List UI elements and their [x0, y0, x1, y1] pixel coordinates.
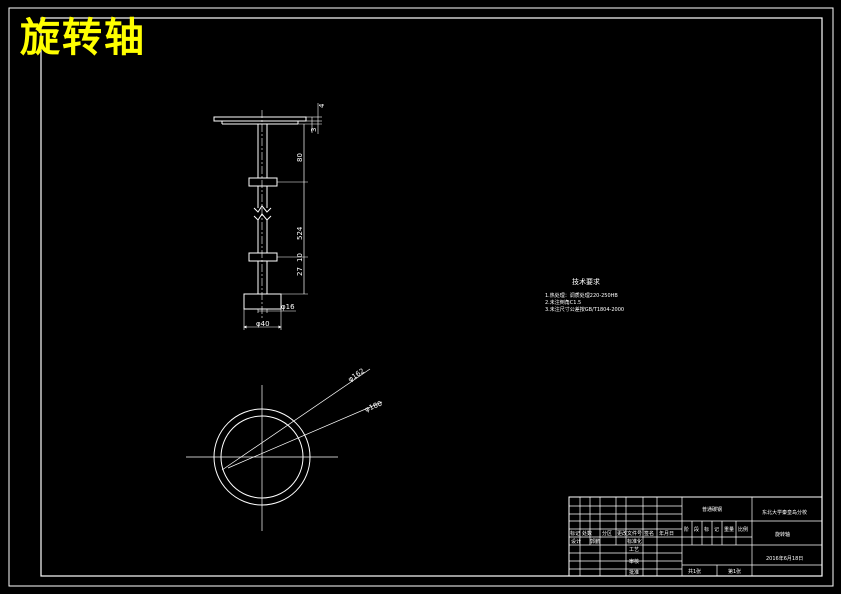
note-1: 1.热处理：调质处理220-250HB: [545, 292, 618, 299]
drawing-title: 旋转轴: [20, 15, 146, 61]
break-symbol: [253, 205, 272, 213]
dim-base-dia: φ40: [256, 320, 270, 328]
tb-stage-3: 记: [714, 526, 719, 533]
dim-lower-length: 524: [296, 226, 304, 240]
leader-inner: [227, 401, 383, 469]
tb-school: 东北大学秦皇岛分校: [762, 509, 807, 516]
lower-collar: [248, 252, 278, 262]
dim-collar-offset: 27: [296, 267, 304, 276]
shaft-front-view: [213, 103, 322, 330]
dim-shaft-dia: φ16: [281, 303, 295, 311]
tb-weight-label: 重量: [724, 526, 734, 533]
tb-header-sign: 签名: [644, 530, 654, 537]
dim-collar-height: 10: [296, 253, 304, 262]
notes-heading: 技术要求: [572, 277, 600, 286]
tb-header-mark: 标记: [570, 530, 580, 537]
dim-upper-length: 80: [296, 153, 304, 162]
note-2: 2.未注倒角C1.5: [545, 299, 581, 306]
note-3: 3.未注尺寸公差按GB/T1804-2000: [545, 306, 624, 313]
title-block-text: 普通碳钢 东北大学秦皇岛分校 旋转轴 2016年6月18日 共1张 第1张 标记…: [570, 506, 807, 576]
tb-stage-1: 段: [694, 526, 699, 533]
tb-material: 普通碳钢: [702, 506, 722, 513]
flange-plate: [213, 116, 307, 122]
dim-outer-circle: φ162: [347, 367, 366, 384]
tb-header-changefile: 更改文件号: [617, 530, 642, 537]
tb-header-date: 年月日: [659, 530, 674, 537]
technical-notes: 技术要求 1.热处理：调质处理220-250HB 2.未注倒角C1.5 3.未注…: [545, 277, 624, 313]
dim-inner-circle: φ180: [364, 399, 384, 413]
top-view: [186, 368, 383, 531]
tb-designer: 郭鹏: [590, 538, 600, 545]
leader-outer: [221, 368, 371, 471]
tb-sheet-no: 第1张: [728, 568, 741, 575]
tb-standardize-label: 标准化: [627, 538, 642, 545]
outer-sheet-border: [8, 7, 834, 587]
tb-stage-2: 标: [704, 526, 709, 533]
tb-stage-0: 阶: [684, 526, 689, 533]
shaft-base: [243, 293, 282, 310]
dim-top-thickness: 4: [318, 103, 326, 108]
dimension-labels: 4 3 80 524 10 27 φ16 φ40: [256, 103, 326, 328]
tb-sheets-total: 共1张: [688, 568, 701, 575]
tb-scale-label: 比例: [738, 526, 748, 533]
tb-review-label: 审核: [629, 558, 639, 565]
tb-process-label: 工艺: [629, 547, 639, 553]
dim-flange-gap: 3: [310, 128, 318, 132]
tb-design-label: 设计: [571, 538, 581, 545]
tb-date: 2016年6月18日: [766, 555, 803, 562]
tb-header-zone: 分区: [602, 530, 612, 537]
upper-collar: [248, 177, 278, 187]
title-block: [568, 496, 823, 577]
drawing-frame: [40, 17, 823, 577]
tb-part-name: 旋转轴: [775, 531, 790, 538]
tb-approve-label: 批准: [629, 569, 639, 576]
tb-header-count: 处数: [582, 530, 592, 537]
